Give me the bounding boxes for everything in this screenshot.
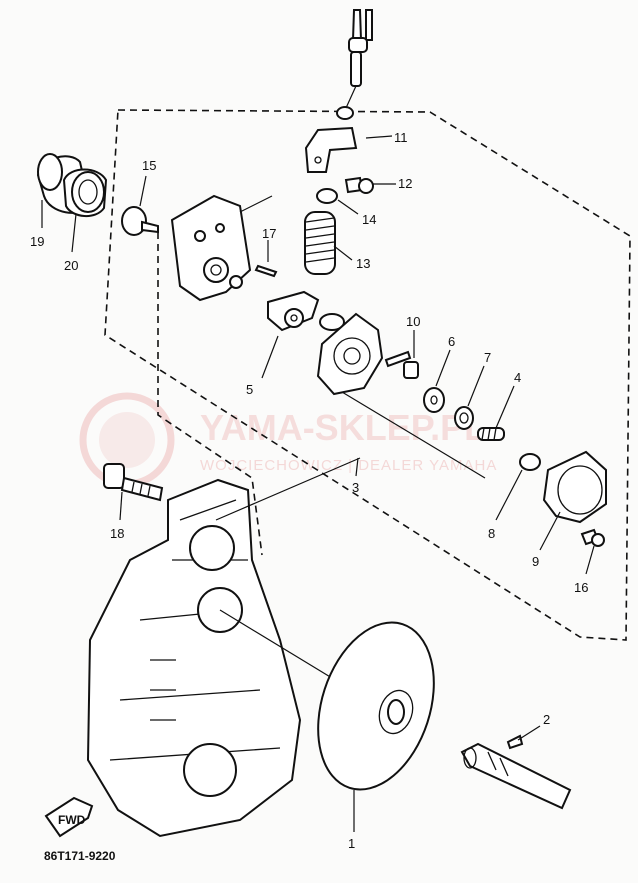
watermark: YAMA-SKLEP.PL WOJCIECHOWICZ | DEALER YAM… bbox=[79, 392, 497, 488]
throttle-cable bbox=[336, 9, 373, 120]
callout-15: 15 bbox=[142, 158, 156, 173]
callout-10: 10 bbox=[406, 314, 420, 329]
callouts: 1 2 3 4 5 6 7 8 9 10 11 12 13 14 15 16 1… bbox=[30, 130, 588, 851]
fwd-arrow: FWD bbox=[44, 796, 94, 838]
shaft bbox=[460, 742, 572, 810]
nut-7 bbox=[454, 406, 474, 430]
plug-15 bbox=[121, 206, 159, 236]
screw-12 bbox=[344, 176, 374, 194]
callout-11: 11 bbox=[394, 130, 408, 145]
washer-14 bbox=[316, 188, 338, 204]
bolt-18 bbox=[103, 463, 164, 502]
callout-9: 9 bbox=[532, 554, 539, 569]
pin-17 bbox=[254, 264, 278, 278]
callout-4: 4 bbox=[514, 370, 521, 385]
washer-6 bbox=[423, 387, 445, 413]
part-8 bbox=[519, 453, 541, 471]
callout-20: 20 bbox=[64, 258, 78, 273]
assembly-link bbox=[215, 457, 361, 521]
spring-4 bbox=[477, 427, 505, 441]
housing-block bbox=[170, 194, 273, 302]
cover-9 bbox=[542, 450, 607, 524]
disc-1 bbox=[317, 621, 435, 791]
callout-12: 12 bbox=[398, 176, 412, 191]
watermark-subtitle: WOJCIECHOWICZ | DEALER YAMAHA bbox=[200, 457, 497, 474]
callout-6: 6 bbox=[448, 334, 455, 349]
callout-18: 18 bbox=[110, 526, 124, 541]
callout-5: 5 bbox=[246, 382, 253, 397]
callout-17: 17 bbox=[262, 226, 276, 241]
key-2 bbox=[506, 734, 524, 750]
callout-3: 3 bbox=[352, 480, 359, 495]
callout-13: 13 bbox=[356, 256, 370, 271]
callout-8: 8 bbox=[488, 526, 495, 541]
joint-5 bbox=[267, 290, 320, 332]
bolt-10 bbox=[384, 350, 419, 379]
callout-16: 16 bbox=[574, 580, 588, 595]
callout-2: 2 bbox=[543, 712, 550, 727]
callout-14: 14 bbox=[362, 212, 376, 227]
part-code: 86T171-9220 bbox=[44, 849, 116, 863]
watermark-brand: YAMA-SKLEP.PL bbox=[200, 407, 486, 448]
governor-body bbox=[316, 312, 486, 479]
callout-7: 7 bbox=[484, 350, 491, 365]
fwd-label: FWD bbox=[58, 813, 86, 827]
screw-16 bbox=[580, 528, 605, 547]
spring-13 bbox=[304, 211, 336, 275]
assembly-boundary bbox=[104, 109, 631, 641]
cap-20 bbox=[62, 168, 108, 217]
leader-lines bbox=[41, 135, 595, 832]
callout-19: 19 bbox=[30, 234, 44, 249]
callout-1: 1 bbox=[348, 836, 355, 851]
bracket-11 bbox=[304, 126, 358, 173]
